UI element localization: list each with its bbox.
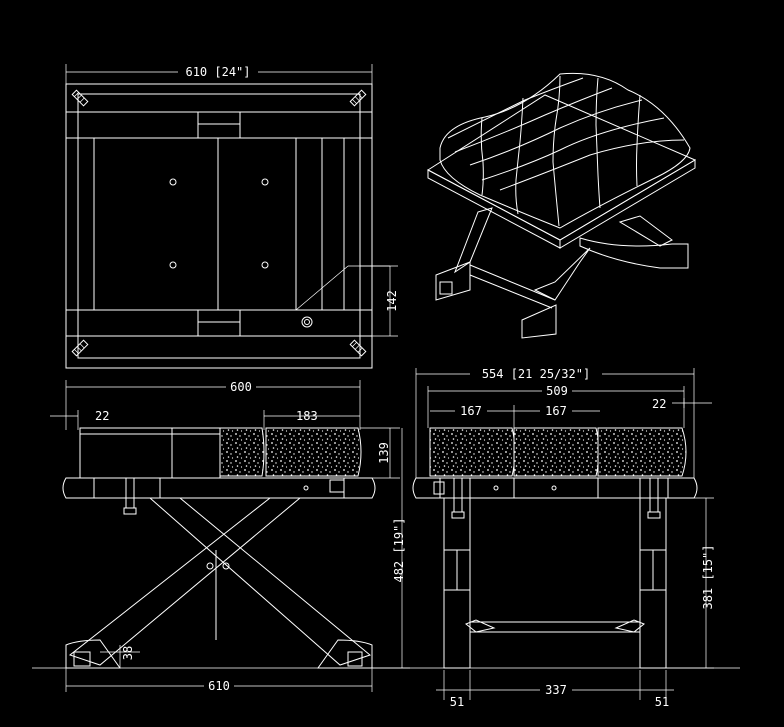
front-base-label: 610 <box>208 679 230 693</box>
side-cushion-b-label: 167 <box>545 404 567 418</box>
front-view: 600 22 183 139 <box>50 380 410 694</box>
side-seat-label: 509 <box>546 384 568 398</box>
side-leg-left-label: 51 <box>450 695 464 709</box>
side-cushion-dimensions: 167 167 <box>430 404 600 428</box>
side-leg-right-label: 51 <box>655 695 669 709</box>
front-inset-dimension: 22 <box>50 409 109 430</box>
top-side-dimension: 142 <box>360 265 399 337</box>
top-width-dimension: 610 [24"] <box>65 64 373 84</box>
front-foot-label: 38 <box>121 646 135 660</box>
front-inset-label: 22 <box>95 409 109 423</box>
tufted-cushion <box>439 72 691 229</box>
perspective-view <box>427 72 697 339</box>
side-inset-dimension: 22 <box>652 397 712 411</box>
top-view: 610 [24"] <box>65 64 399 369</box>
top-side-label: 142 <box>385 290 399 312</box>
front-cushion-dimension: 183 <box>263 409 360 430</box>
front-height-label: 139 <box>377 442 391 464</box>
side-height-label: 381 [15"] <box>701 544 715 609</box>
side-inset-label: 22 <box>652 397 666 411</box>
side-width-dimension: 554 [21 25/32"] <box>415 367 695 478</box>
side-span-label: 337 <box>545 683 567 697</box>
side-view: 554 [21 25/32"] 509 167 167 22 <box>412 367 715 709</box>
side-width-label: 554 [21 25/32"] <box>482 367 590 381</box>
corner-bolt-icon <box>71 89 367 357</box>
front-cushion-label: 183 <box>296 409 318 423</box>
front-width-label: 600 <box>230 380 252 394</box>
front-width-dimension: 600 <box>65 380 361 430</box>
top-width-label: 610 [24"] <box>185 65 250 79</box>
front-total-height-label: 482 [19"] <box>392 517 406 582</box>
side-cushion-a-label: 167 <box>460 404 482 418</box>
